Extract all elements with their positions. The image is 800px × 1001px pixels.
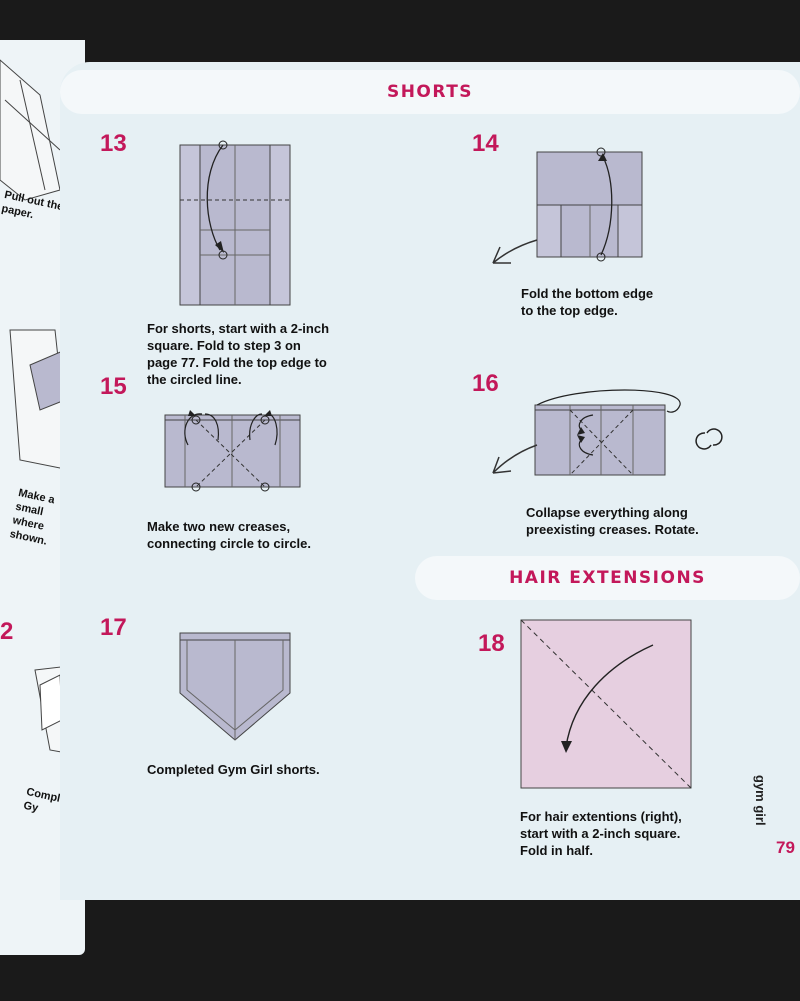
step-16-caption: Collapse everything along preexisting cr… bbox=[526, 505, 699, 537]
section-title-hair-extensions: HAIR EXTENSIONS bbox=[415, 556, 800, 600]
left-diagram-middle bbox=[9, 329, 71, 470]
left-diagram-top bbox=[0, 59, 61, 201]
step-13-diagram bbox=[179, 140, 291, 306]
step-14-caption: Fold the bottom edge to the top edge. bbox=[521, 286, 654, 318]
step-17-number: 17 bbox=[100, 614, 127, 641]
step-18-diagram bbox=[520, 619, 692, 789]
step-16-number: 16 bbox=[472, 370, 499, 397]
step-13-caption: For shorts, start with a 2-inch square. … bbox=[147, 321, 330, 387]
step-17-diagram bbox=[179, 632, 291, 741]
section-title-shorts: SHORTS bbox=[60, 70, 800, 114]
left-step-number: 2 bbox=[0, 618, 14, 645]
page-number: 79 bbox=[776, 838, 795, 857]
step-17-caption: Completed Gym Girl shorts. bbox=[147, 762, 320, 777]
step-14-diagram bbox=[492, 147, 643, 264]
step-15-diagram bbox=[164, 410, 301, 492]
step-14-number: 14 bbox=[472, 130, 499, 157]
step-18-caption: For hair extentions (right), start with … bbox=[520, 809, 682, 858]
step-18-number: 18 bbox=[478, 630, 505, 657]
step-15-caption: Make two new creases, connecting circle … bbox=[147, 519, 311, 551]
step-15-number: 15 bbox=[100, 373, 127, 400]
step-16-diagram bbox=[492, 389, 723, 476]
step-13-number: 13 bbox=[100, 130, 127, 157]
section-side-label: gym girl bbox=[753, 775, 768, 826]
